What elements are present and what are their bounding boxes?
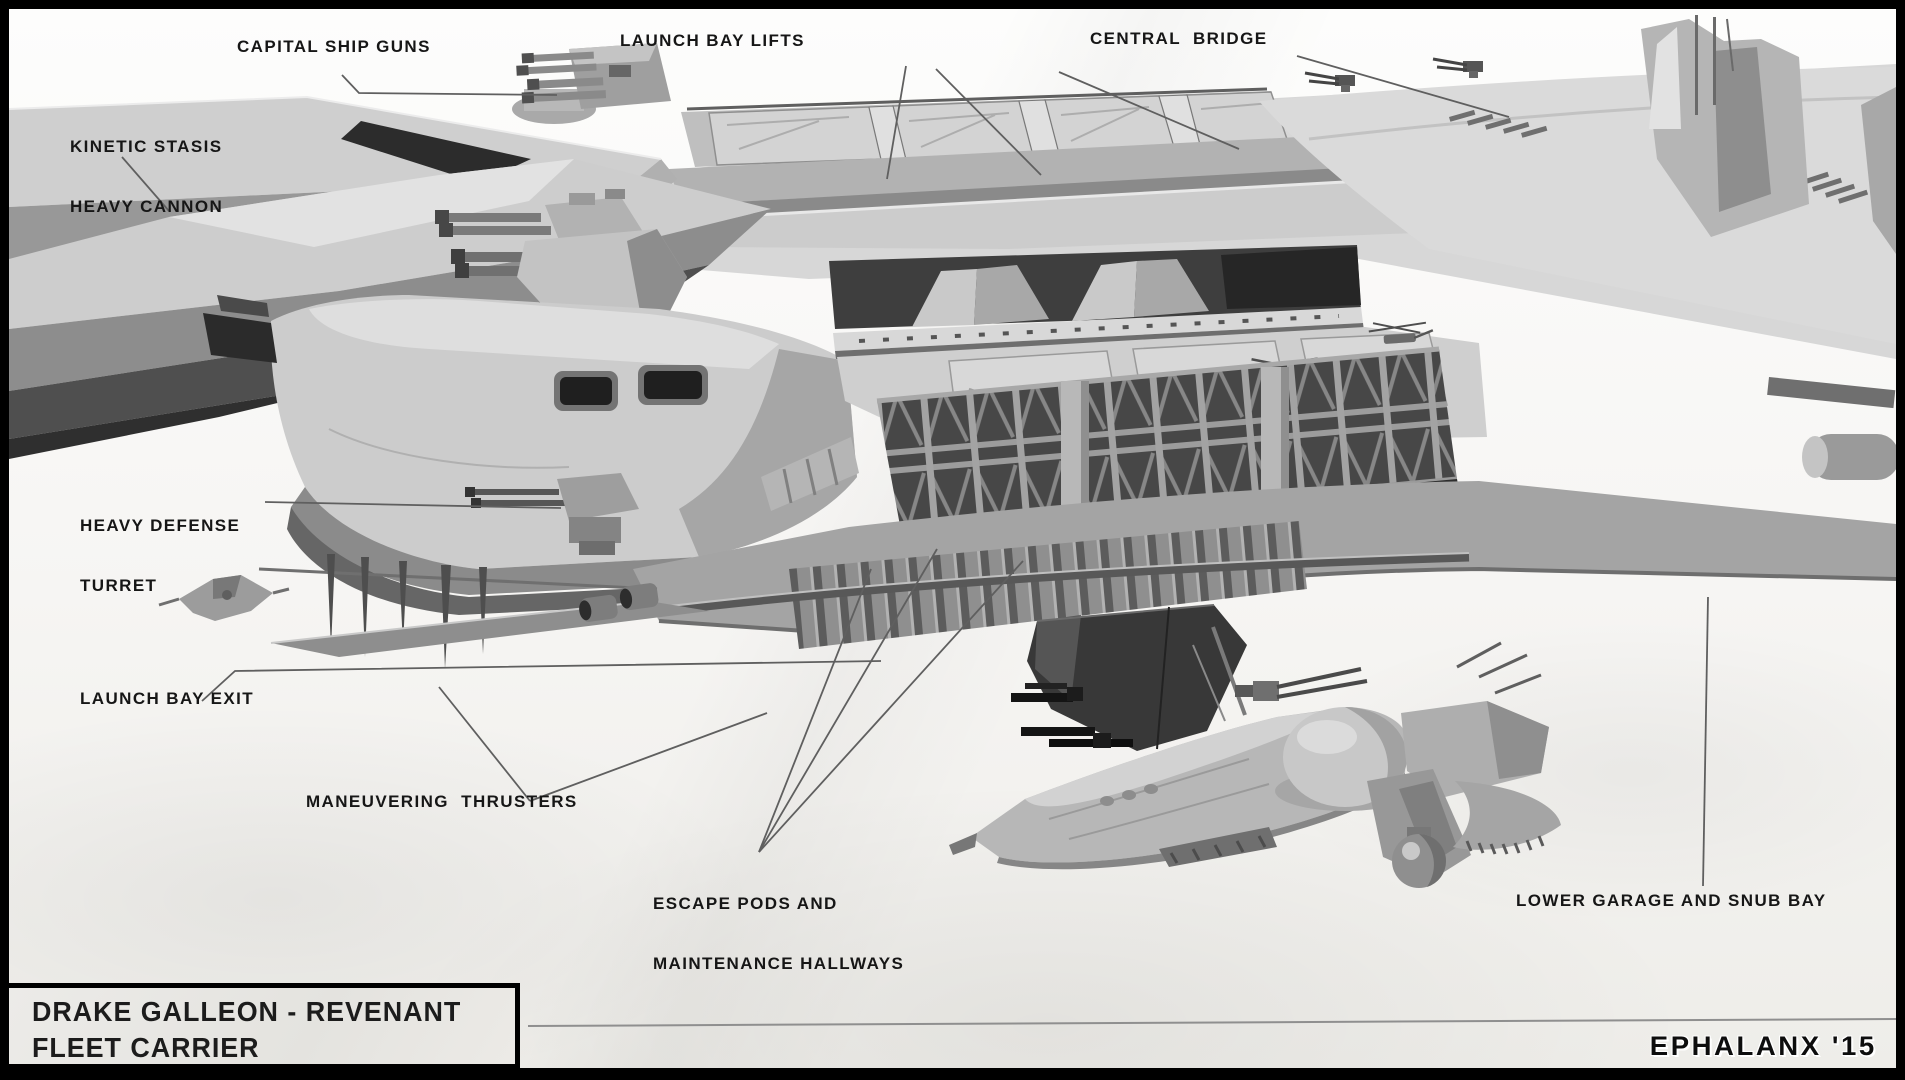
snub-top-gun bbox=[1235, 667, 1368, 701]
deck-turret-small-2 bbox=[1432, 57, 1483, 78]
heavy-defense-turret bbox=[465, 473, 639, 555]
label-maneuvering-thrusters: MANEUVERING THRUSTERS bbox=[306, 792, 578, 811]
leader-lines bbox=[121, 55, 1896, 1027]
label-line: HEAVY CANNON bbox=[70, 197, 224, 216]
ship-class: FLEET CARRIER bbox=[32, 1032, 260, 1063]
leader-launch-bay-exit bbox=[201, 660, 882, 702]
label-line: HEAVY DEFENSE bbox=[80, 516, 241, 535]
leader-kinetic-stasis bbox=[121, 156, 170, 212]
leader-launch-bay-lifts-1 bbox=[886, 65, 907, 180]
leader-thrusters-2 bbox=[529, 712, 768, 802]
label-line: KINETIC STASIS bbox=[70, 137, 223, 156]
ship-illustration bbox=[9, 15, 1896, 1027]
carrier-ship bbox=[9, 15, 1896, 751]
snub-tail bbox=[1367, 769, 1471, 888]
bridge-tower bbox=[1259, 15, 1896, 344]
label-line: TURRET bbox=[80, 576, 158, 595]
thruster-nozzles bbox=[579, 583, 659, 622]
right-engine-cylinder bbox=[1767, 377, 1896, 480]
snub-ship bbox=[949, 626, 1561, 888]
leader-thrusters-1 bbox=[438, 686, 531, 802]
label-capital-ship-guns: CAPITAL SHIP GUNS bbox=[237, 37, 431, 56]
leader-launch-bay-lifts-3 bbox=[1058, 71, 1240, 150]
capital-gun-barrels bbox=[516, 51, 607, 104]
label-heavy-defense-turret: HEAVY DEFENSE TURRET bbox=[80, 476, 240, 636]
main-gun-barrels bbox=[435, 210, 571, 278]
ship-name: DRAKE GALLEON - REVENANT bbox=[32, 996, 462, 1027]
leader-heavy-defense bbox=[264, 501, 562, 509]
footer-rule bbox=[527, 1018, 1896, 1027]
label-line: ESCAPE PODS AND bbox=[653, 894, 838, 913]
lower-hull bbox=[633, 377, 1896, 649]
leader-lower-garage bbox=[1702, 596, 1709, 887]
leader-launch-bay-lifts-2 bbox=[935, 68, 1042, 176]
garage-pod bbox=[1011, 604, 1247, 751]
title-block: DRAKE GALLEON - REVENANT FLEET CARRIER bbox=[9, 983, 520, 1068]
underside-pylons bbox=[258, 554, 709, 669]
deck-turret-small-1 bbox=[1304, 71, 1355, 92]
label-central-bridge: CENTRAL BRIDGE bbox=[1090, 29, 1268, 48]
label-escape-pods: ESCAPE PODS AND MAINTENANCE HALLWAYS bbox=[653, 854, 904, 1014]
maneuvering-thruster-ports bbox=[554, 365, 708, 411]
label-kinetic-stasis-heavy-cannon: KINETIC STASIS HEAVY CANNON bbox=[70, 97, 223, 257]
leader-escape-pods-2 bbox=[758, 548, 938, 853]
leader-escape-pods-1 bbox=[758, 568, 872, 853]
artist-signature: EPHALANX '15 bbox=[1649, 1031, 1877, 1061]
bridge-antennas bbox=[1695, 15, 1734, 115]
parked-drone-2 bbox=[1368, 321, 1434, 344]
label-line: MAINTENANCE HALLWAYS bbox=[653, 954, 905, 973]
fighter-ship bbox=[158, 575, 290, 621]
label-launch-bay-lifts: LAUNCH BAY LIFTS bbox=[620, 31, 805, 50]
capital-ship-guns-turret bbox=[512, 43, 671, 124]
leader-central-bridge bbox=[1296, 55, 1510, 118]
snub-horn-wing bbox=[1453, 781, 1561, 855]
leader-capital-ship-guns bbox=[341, 74, 558, 96]
label-launch-bay-exit: LAUNCH BAY EXIT bbox=[80, 689, 255, 708]
leader-escape-pods-3 bbox=[758, 560, 1024, 853]
label-lower-garage: LOWER GARAGE AND SNUB BAY bbox=[1516, 891, 1827, 910]
forward-hull bbox=[203, 295, 859, 615]
pod-gun-clusters bbox=[1011, 683, 1133, 748]
